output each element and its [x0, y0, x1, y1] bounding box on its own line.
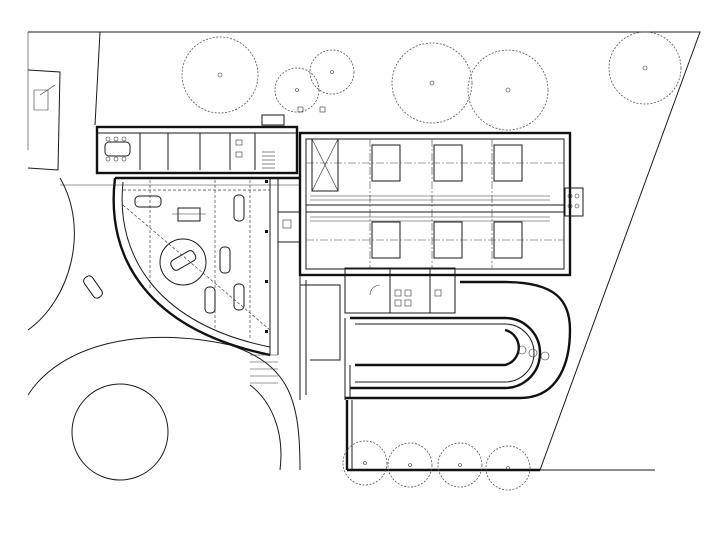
tree-canopy-icon: [437, 442, 483, 488]
car-icon: [170, 250, 197, 271]
tree-canopy-icon: [608, 31, 682, 105]
north-wing: [95, 125, 299, 175]
tree-canopy-icon: [467, 49, 549, 131]
car-icon: [83, 275, 103, 299]
car-group: [83, 194, 245, 314]
car-icon: [233, 283, 245, 311]
car-icon: [204, 286, 216, 314]
car-icon: [233, 194, 245, 222]
access-ramp: [344, 280, 572, 400]
roundabout-island: [71, 383, 169, 481]
lobby: [277, 211, 341, 400]
site-boundary: [27, 31, 701, 471]
turntable-icon: [159, 238, 207, 286]
lift-bays-top: [371, 144, 523, 259]
south-boundary: [342, 400, 540, 491]
column-icon: [265, 180, 268, 333]
tree-canopy-icon: [391, 42, 473, 124]
car-icon: [219, 246, 231, 274]
reception-desk: [177, 207, 201, 222]
conference-table: [104, 141, 131, 157]
stair-icon: [262, 151, 275, 169]
road-curves: [27, 177, 301, 481]
tree-canopy-icon: [181, 36, 259, 114]
tree-row-top: [181, 31, 682, 131]
service-rooms: [344, 267, 456, 314]
tree-canopy-icon: [309, 49, 355, 95]
tree-canopy-icon: [387, 442, 433, 488]
showroom: [112, 176, 300, 357]
tree-canopy-icon: [485, 445, 531, 491]
tree-canopy-icon: [342, 440, 388, 486]
entry-stairs: [250, 354, 278, 384]
neighbor-building: [27, 69, 61, 171]
car-icon: [134, 195, 162, 208]
workshop-hall: [298, 131, 584, 277]
tree-canopy-icon: [274, 67, 320, 113]
